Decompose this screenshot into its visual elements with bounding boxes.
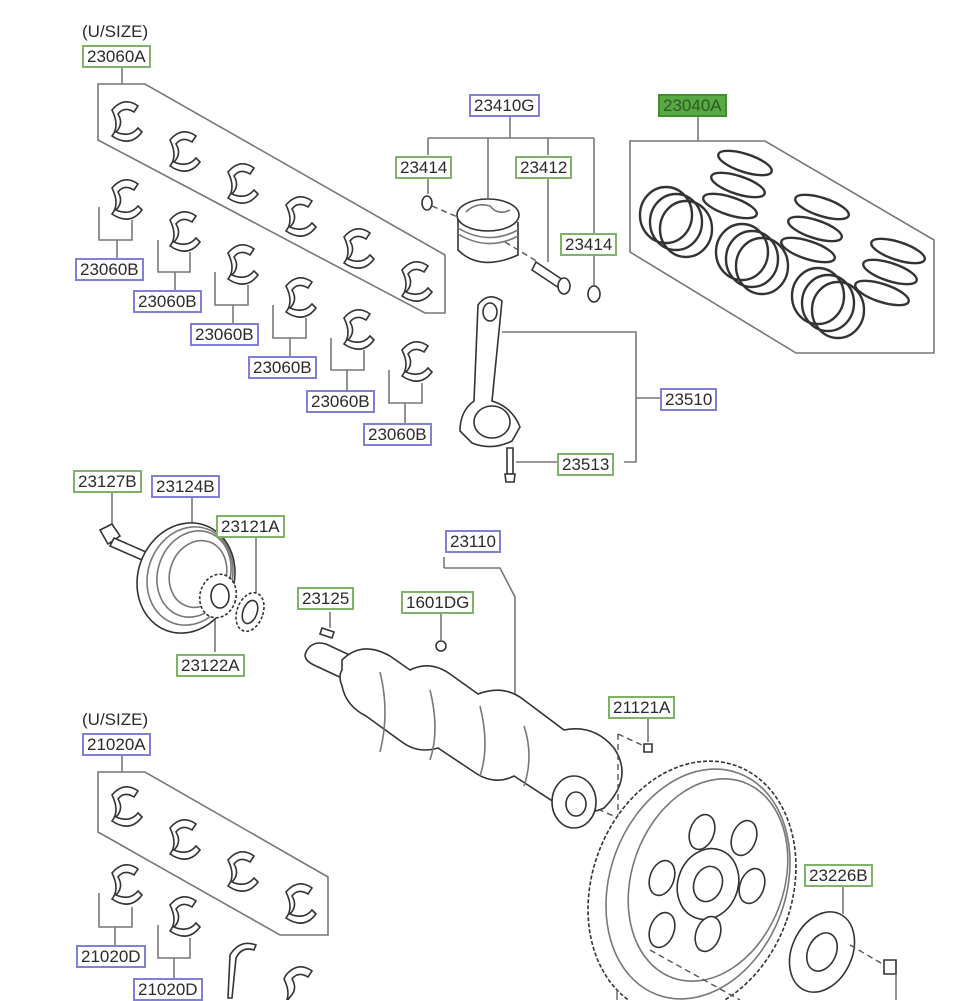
crank-sprocket <box>198 573 238 619</box>
crankshaft <box>304 557 623 829</box>
part-label-23060B-1[interactable]: 23060B <box>75 258 144 281</box>
part-label-23060B-6[interactable]: 23060B <box>363 423 432 446</box>
piston-pin <box>530 260 571 295</box>
piston <box>456 198 520 264</box>
part-label-23060B-3[interactable]: 23060B <box>190 323 259 346</box>
sprocket-washer <box>235 591 265 633</box>
part-label-23060B-5[interactable]: 23060B <box>306 390 375 413</box>
part-label-23040A-selected[interactable]: 23040A <box>658 94 727 117</box>
individual-bearings-upper <box>98 179 434 423</box>
undersize-note-lower: (U/SIZE) <box>82 710 149 729</box>
pulley-bolt <box>98 522 148 562</box>
piston-assembly <box>421 116 601 303</box>
crank-pulley-assembly <box>98 490 265 652</box>
part-label-21020D-1[interactable]: 21020D <box>76 945 146 968</box>
part-label-23060B-4[interactable]: 23060B <box>248 356 317 379</box>
part-label-23127B[interactable]: 23127B <box>73 470 142 493</box>
part-label-23125[interactable]: 23125 <box>297 587 355 610</box>
part-label-23412[interactable]: 23412 <box>515 156 573 179</box>
bearing-shells-upper <box>110 101 434 302</box>
part-label-23060B-2[interactable]: 23060B <box>133 290 202 313</box>
part-label-21020D-2[interactable]: 21020D <box>133 978 203 1001</box>
part-label-1601DG[interactable]: 1601DG <box>401 591 475 614</box>
part-label-23122A[interactable]: 23122A <box>176 654 245 677</box>
piston-ring-set <box>629 117 935 354</box>
adapter-plate <box>788 887 897 1000</box>
part-label-23410G[interactable]: 23410G <box>469 94 540 117</box>
part-label-23110[interactable]: 23110 <box>445 530 502 553</box>
part-label-23414-left[interactable]: 23414 <box>395 156 453 179</box>
part-label-23510[interactable]: 23510 <box>660 388 718 411</box>
part-label-21121A[interactable]: 21121A <box>608 696 676 719</box>
part-label-21020A[interactable]: 21020A <box>82 733 151 756</box>
flywheel-assembly <box>587 718 797 1000</box>
part-label-23414-right[interactable]: 23414 <box>560 233 618 256</box>
part-label-23060A[interactable]: 23060A <box>82 45 151 68</box>
part-label-23226B[interactable]: 23226B <box>804 864 873 887</box>
part-label-23124B[interactable]: 23124B <box>151 475 220 498</box>
part-label-23121A[interactable]: 23121A <box>216 515 285 538</box>
undersize-note-upper: (U/SIZE) <box>82 22 149 41</box>
connecting-rod <box>459 296 660 483</box>
upper-bearing-set-panel <box>97 67 446 314</box>
part-label-23513[interactable]: 23513 <box>557 453 615 476</box>
lower-bearing-set-panel <box>97 754 329 1000</box>
